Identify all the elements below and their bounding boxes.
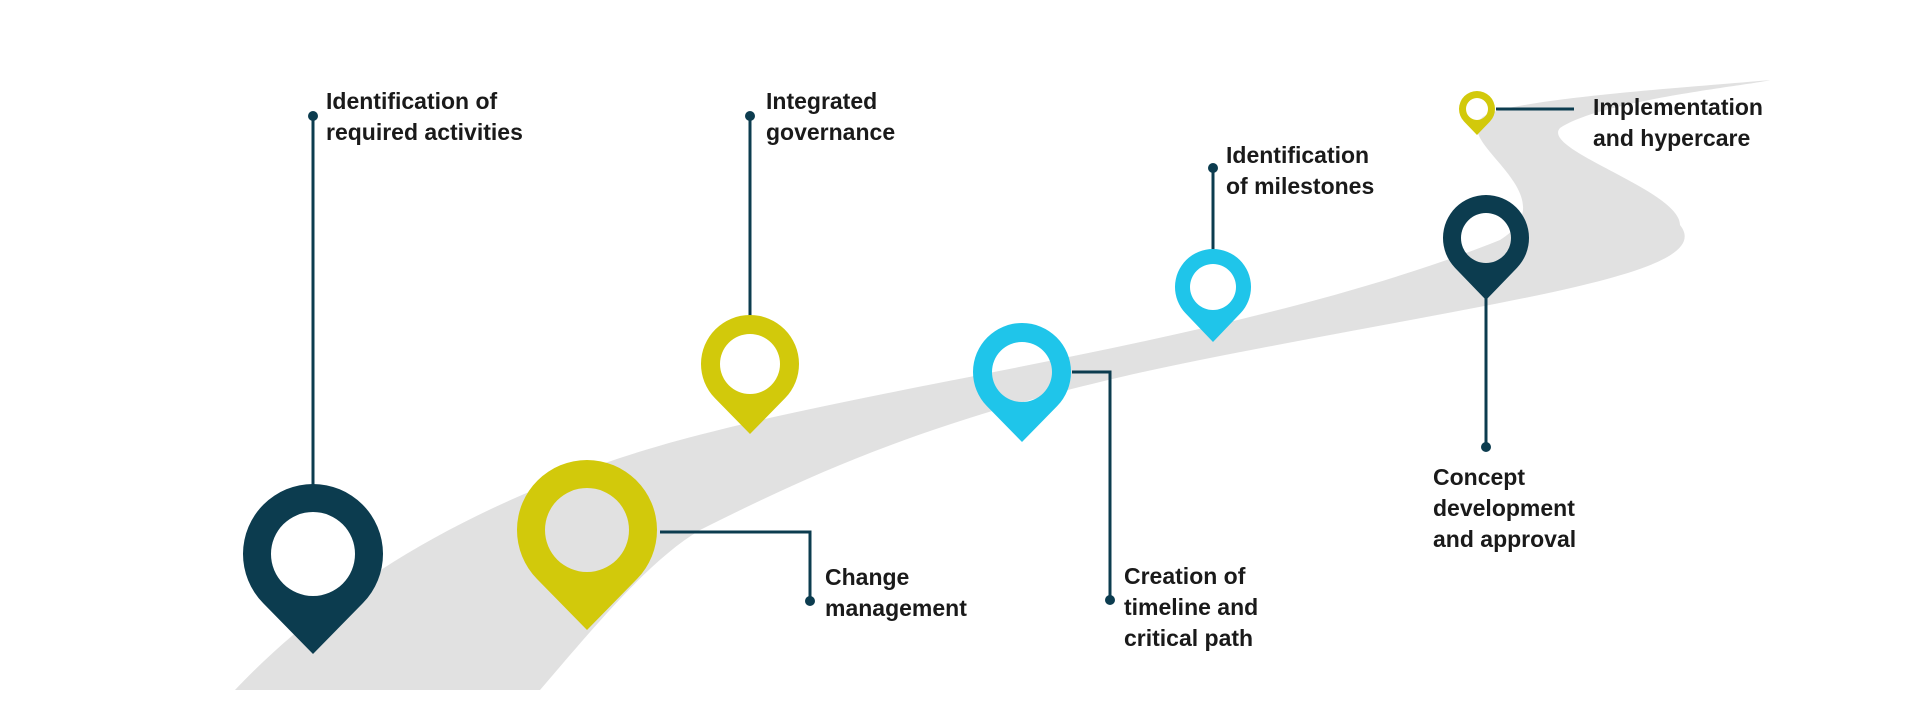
connector-change-management <box>660 530 812 601</box>
map-pin-icon <box>243 483 383 654</box>
label-line: management <box>825 595 967 621</box>
label-integrated-governance: Integrated governance <box>766 86 895 148</box>
connector-lines <box>311 107 1574 601</box>
dot-integrated-governance <box>745 111 755 121</box>
map-pin-icon <box>1458 91 1496 135</box>
label-line: of milestones <box>1226 173 1375 199</box>
map-pin-icon <box>1443 194 1530 300</box>
dot-concept-development <box>1481 442 1491 452</box>
label-line: and approval <box>1433 526 1577 552</box>
label-line: development <box>1433 495 1575 521</box>
map-pin-icon <box>1174 248 1251 342</box>
label-line: Identification <box>1226 142 1370 168</box>
label-identification-of-required-activities: Identification of required activities <box>326 86 523 148</box>
label-implementation-and-hypercare: Implementation and hypercare <box>1593 92 1763 154</box>
map-pin-icon <box>701 314 800 434</box>
label-line: Integrated <box>766 88 878 114</box>
map-pin-icon <box>973 323 1071 442</box>
label-change-management: Change management <box>825 562 967 624</box>
label-line: Identification of <box>326 88 498 114</box>
label-identification-of-milestones: Identification of milestones <box>1226 140 1374 202</box>
label-line: governance <box>766 119 896 145</box>
map-pins <box>243 91 1530 654</box>
dot-creation-of-timeline <box>1105 595 1115 605</box>
label-line: timeline and <box>1124 594 1259 620</box>
label-line: and hypercare <box>1593 125 1751 151</box>
label-line: required activities <box>326 119 523 145</box>
dot-required-activities <box>308 111 318 121</box>
road-path <box>235 80 1770 690</box>
label-line: Implementation <box>1593 94 1763 120</box>
connector-creation-of-timeline <box>1072 370 1112 600</box>
label-line: Change <box>825 564 910 590</box>
label-line: Concept <box>1433 464 1525 490</box>
label-concept-development: Concept development and approval <box>1433 462 1576 555</box>
map-pin-icon <box>517 460 658 630</box>
label-line: critical path <box>1124 625 1254 651</box>
connector-dots <box>308 111 1491 606</box>
label-line: Creation of <box>1124 563 1246 589</box>
dot-identification-of-milestones <box>1208 163 1218 173</box>
label-creation-of-timeline: Creation of timeline and critical path <box>1124 561 1258 654</box>
dot-change-management <box>805 596 815 606</box>
